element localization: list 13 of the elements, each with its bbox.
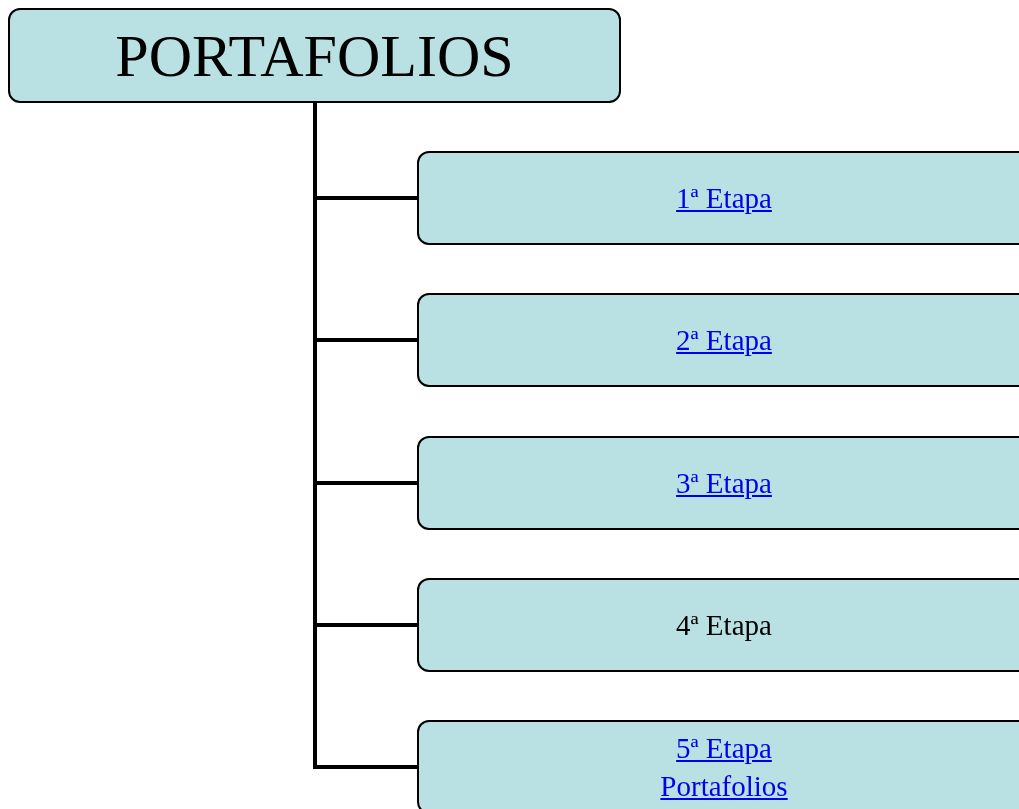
stage-box [417, 293, 1019, 387]
stage-link: 1ª Etapa [676, 181, 772, 216]
stage-box [417, 720, 1019, 809]
root-label: PORTAFOLIOS [115, 25, 514, 86]
stage-link: 3ª Etapa [676, 466, 772, 501]
stage-label: 4ª Etapa [676, 608, 772, 643]
stage-box [417, 436, 1019, 530]
stage-link: 2ª Etapa [676, 323, 772, 358]
stage-box [417, 151, 1019, 245]
stage-box [417, 578, 1019, 672]
stage-link: Portafolios [660, 769, 788, 804]
root-box [8, 8, 621, 103]
stage-link: 5ª Etapa [676, 731, 772, 766]
